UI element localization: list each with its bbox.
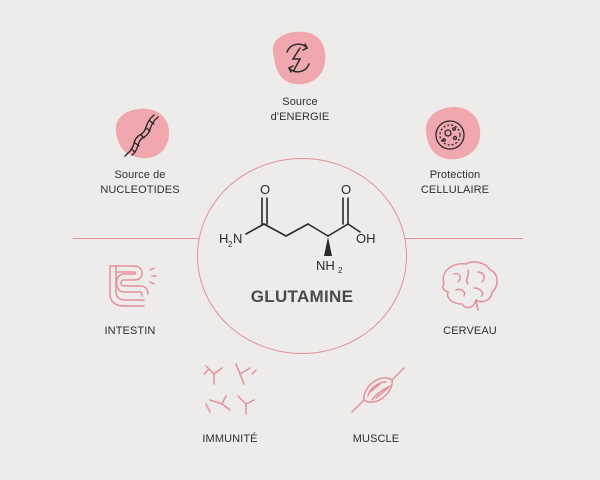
- diagram-title: GLUTAMINE: [250, 287, 354, 306]
- label-intestin-line1: INTESTIN: [104, 325, 156, 337]
- right-connector-line: [405, 238, 523, 240]
- muscle-icon: [351, 367, 405, 413]
- atom-nh2-sub: 2: [338, 266, 343, 275]
- atom-o-left: O: [260, 182, 270, 197]
- label-cerveau-line1: CERVEAU: [443, 325, 497, 337]
- label-energy-line1: Source: [282, 96, 318, 108]
- atom-h2n-h: H: [219, 231, 228, 246]
- atom-h2n-sub: 2: [228, 240, 233, 249]
- label-protection-line2: CELLULAIRE: [420, 184, 490, 196]
- left-connector-line: [73, 238, 199, 240]
- label-nucleotides-line2: NUCLEOTIDES: [100, 184, 180, 196]
- brain-icon: [442, 261, 498, 311]
- atom-nh2: NH: [316, 258, 335, 273]
- atom-h2n-n: N: [233, 231, 242, 246]
- label-intestin: INTESTIN: [80, 324, 180, 339]
- central-circle: [197, 158, 407, 354]
- label-energy: Source d'ENERGIE: [250, 95, 350, 125]
- label-protection: Protection CELLULAIRE: [400, 168, 510, 198]
- dna-icon: [115, 108, 170, 159]
- label-cerveau: CERVEAU: [420, 324, 520, 339]
- label-energy-line2: d'ENERGIE: [270, 111, 330, 123]
- label-muscle: MUSCLE: [326, 432, 426, 447]
- label-immunite-line1: IMMUNITÉ: [202, 433, 258, 445]
- label-immunite: IMMUNITÉ: [180, 432, 280, 447]
- antibody-icon: [203, 363, 257, 415]
- lightning-cycle-icon: [272, 31, 326, 85]
- label-protection-line1: Protection: [429, 169, 481, 181]
- label-muscle-line1: MUSCLE: [352, 433, 400, 445]
- label-nucleotides-line1: Source de: [114, 169, 166, 181]
- atom-o-right: O: [341, 182, 351, 197]
- atom-oh: OH: [356, 231, 376, 246]
- glutamine-structure-icon: O O H 2 N OH NH 2: [219, 182, 376, 275]
- intestine-icon: [109, 265, 157, 307]
- cell-icon: [425, 107, 481, 160]
- label-nucleotides: Source de NUCLEOTIDES: [80, 168, 200, 198]
